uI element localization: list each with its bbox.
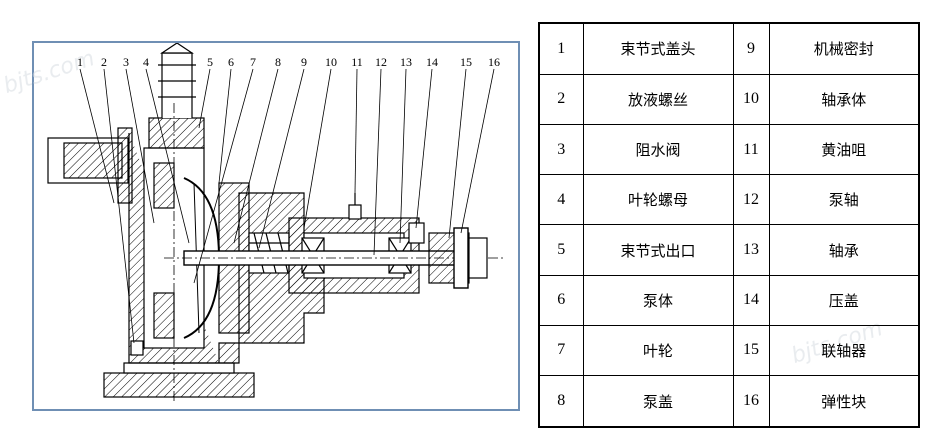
part-number: 7 xyxy=(538,324,584,377)
part-number: 15 xyxy=(732,324,770,377)
part-name: 泵盖 xyxy=(582,375,734,428)
part-number: 8 xyxy=(538,375,584,428)
part-name: 轴承体 xyxy=(768,73,920,126)
part-name: 叶轮螺母 xyxy=(582,174,734,226)
part-number: 1 xyxy=(538,22,584,75)
part-number: 10 xyxy=(732,73,770,126)
callout-13: 13 xyxy=(400,55,412,69)
part-name: 阻水阀 xyxy=(582,124,734,176)
callout-7: 7 xyxy=(250,55,256,69)
part-name: 黄油咀 xyxy=(768,124,920,176)
callout-10: 10 xyxy=(325,55,337,69)
part-number: 16 xyxy=(732,375,770,428)
part-number: 13 xyxy=(732,224,770,276)
callout-9: 9 xyxy=(301,55,307,69)
part-name: 束节式出口 xyxy=(582,224,734,276)
base-foot xyxy=(103,372,255,398)
part-name: 泵轴 xyxy=(768,174,920,226)
part-number: 11 xyxy=(732,124,770,176)
part-name: 泵体 xyxy=(582,274,734,326)
callout-1: 1 xyxy=(77,55,83,69)
outlet-nozzle xyxy=(161,52,193,118)
part-number: 6 xyxy=(538,274,584,326)
part-name: 束节式盖头 xyxy=(582,22,734,75)
part-name: 联轴器 xyxy=(768,324,920,377)
callout-14: 14 xyxy=(426,55,438,69)
callout-15: 15 xyxy=(460,55,472,69)
outlet-neck xyxy=(148,117,205,149)
part-name: 压盖 xyxy=(768,274,920,326)
part-name: 放液螺丝 xyxy=(582,73,734,126)
part-number: 2 xyxy=(538,73,584,126)
part-number: 12 xyxy=(732,174,770,226)
callout-3: 3 xyxy=(123,55,129,69)
callout-6: 6 xyxy=(228,55,234,69)
part-name: 弹性块 xyxy=(768,375,920,428)
callout-12: 12 xyxy=(375,55,387,69)
part-number: 14 xyxy=(732,274,770,326)
part-number: 3 xyxy=(538,124,584,176)
callout-4: 4 xyxy=(143,55,149,69)
callout-8: 8 xyxy=(275,55,281,69)
part-number: 9 xyxy=(732,22,770,75)
part-number: 4 xyxy=(538,174,584,226)
part-name: 机械密封 xyxy=(768,22,920,75)
callout-11: 11 xyxy=(351,55,363,69)
callout-5: 5 xyxy=(207,55,213,69)
pump-drawing: 1 2 3 4 5 6 7 8 9 10 11 12 13 14 15 16 xyxy=(32,41,520,411)
grease-nipple xyxy=(348,204,362,220)
elastic-block xyxy=(453,227,469,289)
drain-bolt xyxy=(130,340,144,356)
part-name: 叶轮 xyxy=(582,324,734,377)
callout-16: 16 xyxy=(488,55,500,69)
part-name: 轴承 xyxy=(768,224,920,276)
part-number: 5 xyxy=(538,224,584,276)
pump-cross-section xyxy=(47,43,504,403)
callout-2: 2 xyxy=(101,55,107,69)
